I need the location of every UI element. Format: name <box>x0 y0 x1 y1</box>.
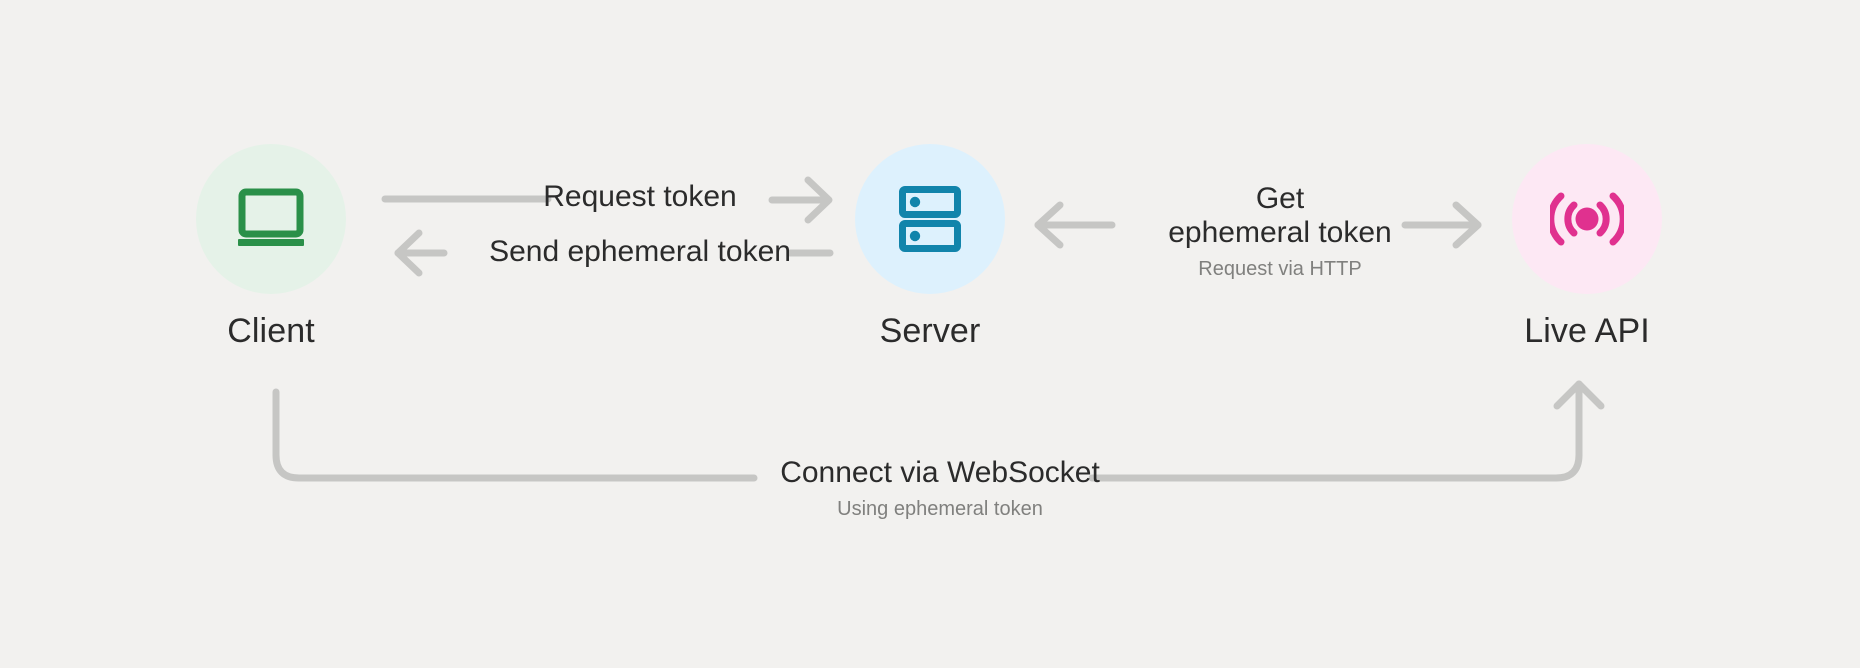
edge-sublabel-connect-websocket: Using ephemeral token <box>837 497 1043 520</box>
edge-label-connect-websocket-text: Connect via WebSocket <box>780 456 1100 489</box>
node-client-label: Client <box>227 312 315 350</box>
arrowhead-get-token-right <box>1452 201 1482 249</box>
edge-label-connect-websocket: Connect via WebSocket Using ephemeral to… <box>700 456 1180 521</box>
arrowhead-request-token-right <box>804 176 833 224</box>
edge-label-request-token-text: Request token <box>543 180 737 213</box>
server-icon <box>899 186 961 252</box>
node-liveapi-circle <box>1512 144 1662 294</box>
node-liveapi-label: Live API <box>1524 312 1650 350</box>
edge-label-request-token: Request token <box>520 180 760 214</box>
node-server-label: Server <box>879 312 981 350</box>
laptop-icon <box>238 188 304 246</box>
node-client[interactable]: Client <box>171 144 371 348</box>
edge-label-get-ephemeral-token-line1: Get <box>1255 182 1305 215</box>
arrowhead-get-token-left <box>1034 201 1064 249</box>
connector-websocket-left-segment <box>272 388 758 482</box>
edge-label-get-ephemeral-token-line2: ephemeral token <box>1168 215 1392 249</box>
edge-sublabel-get-ephemeral-token: Request via HTTP <box>1198 257 1362 280</box>
node-server-circle <box>855 144 1005 294</box>
edge-label-get-ephemeral-token: Get ephemeral token Request via HTTP <box>1150 182 1410 281</box>
connector-websocket-right-segment <box>1088 380 1583 482</box>
arrowhead-websocket-up <box>1553 380 1605 410</box>
arrowhead-send-token-left <box>394 229 423 277</box>
node-client-circle <box>196 144 346 294</box>
broadcast-icon <box>1550 192 1624 246</box>
node-server[interactable]: Server <box>830 144 1030 348</box>
edge-label-send-ephemeral-token: Send ephemeral token <box>440 235 840 269</box>
node-liveapi[interactable]: Live API <box>1487 144 1687 348</box>
edge-label-send-ephemeral-token-text: Send ephemeral token <box>489 235 791 268</box>
